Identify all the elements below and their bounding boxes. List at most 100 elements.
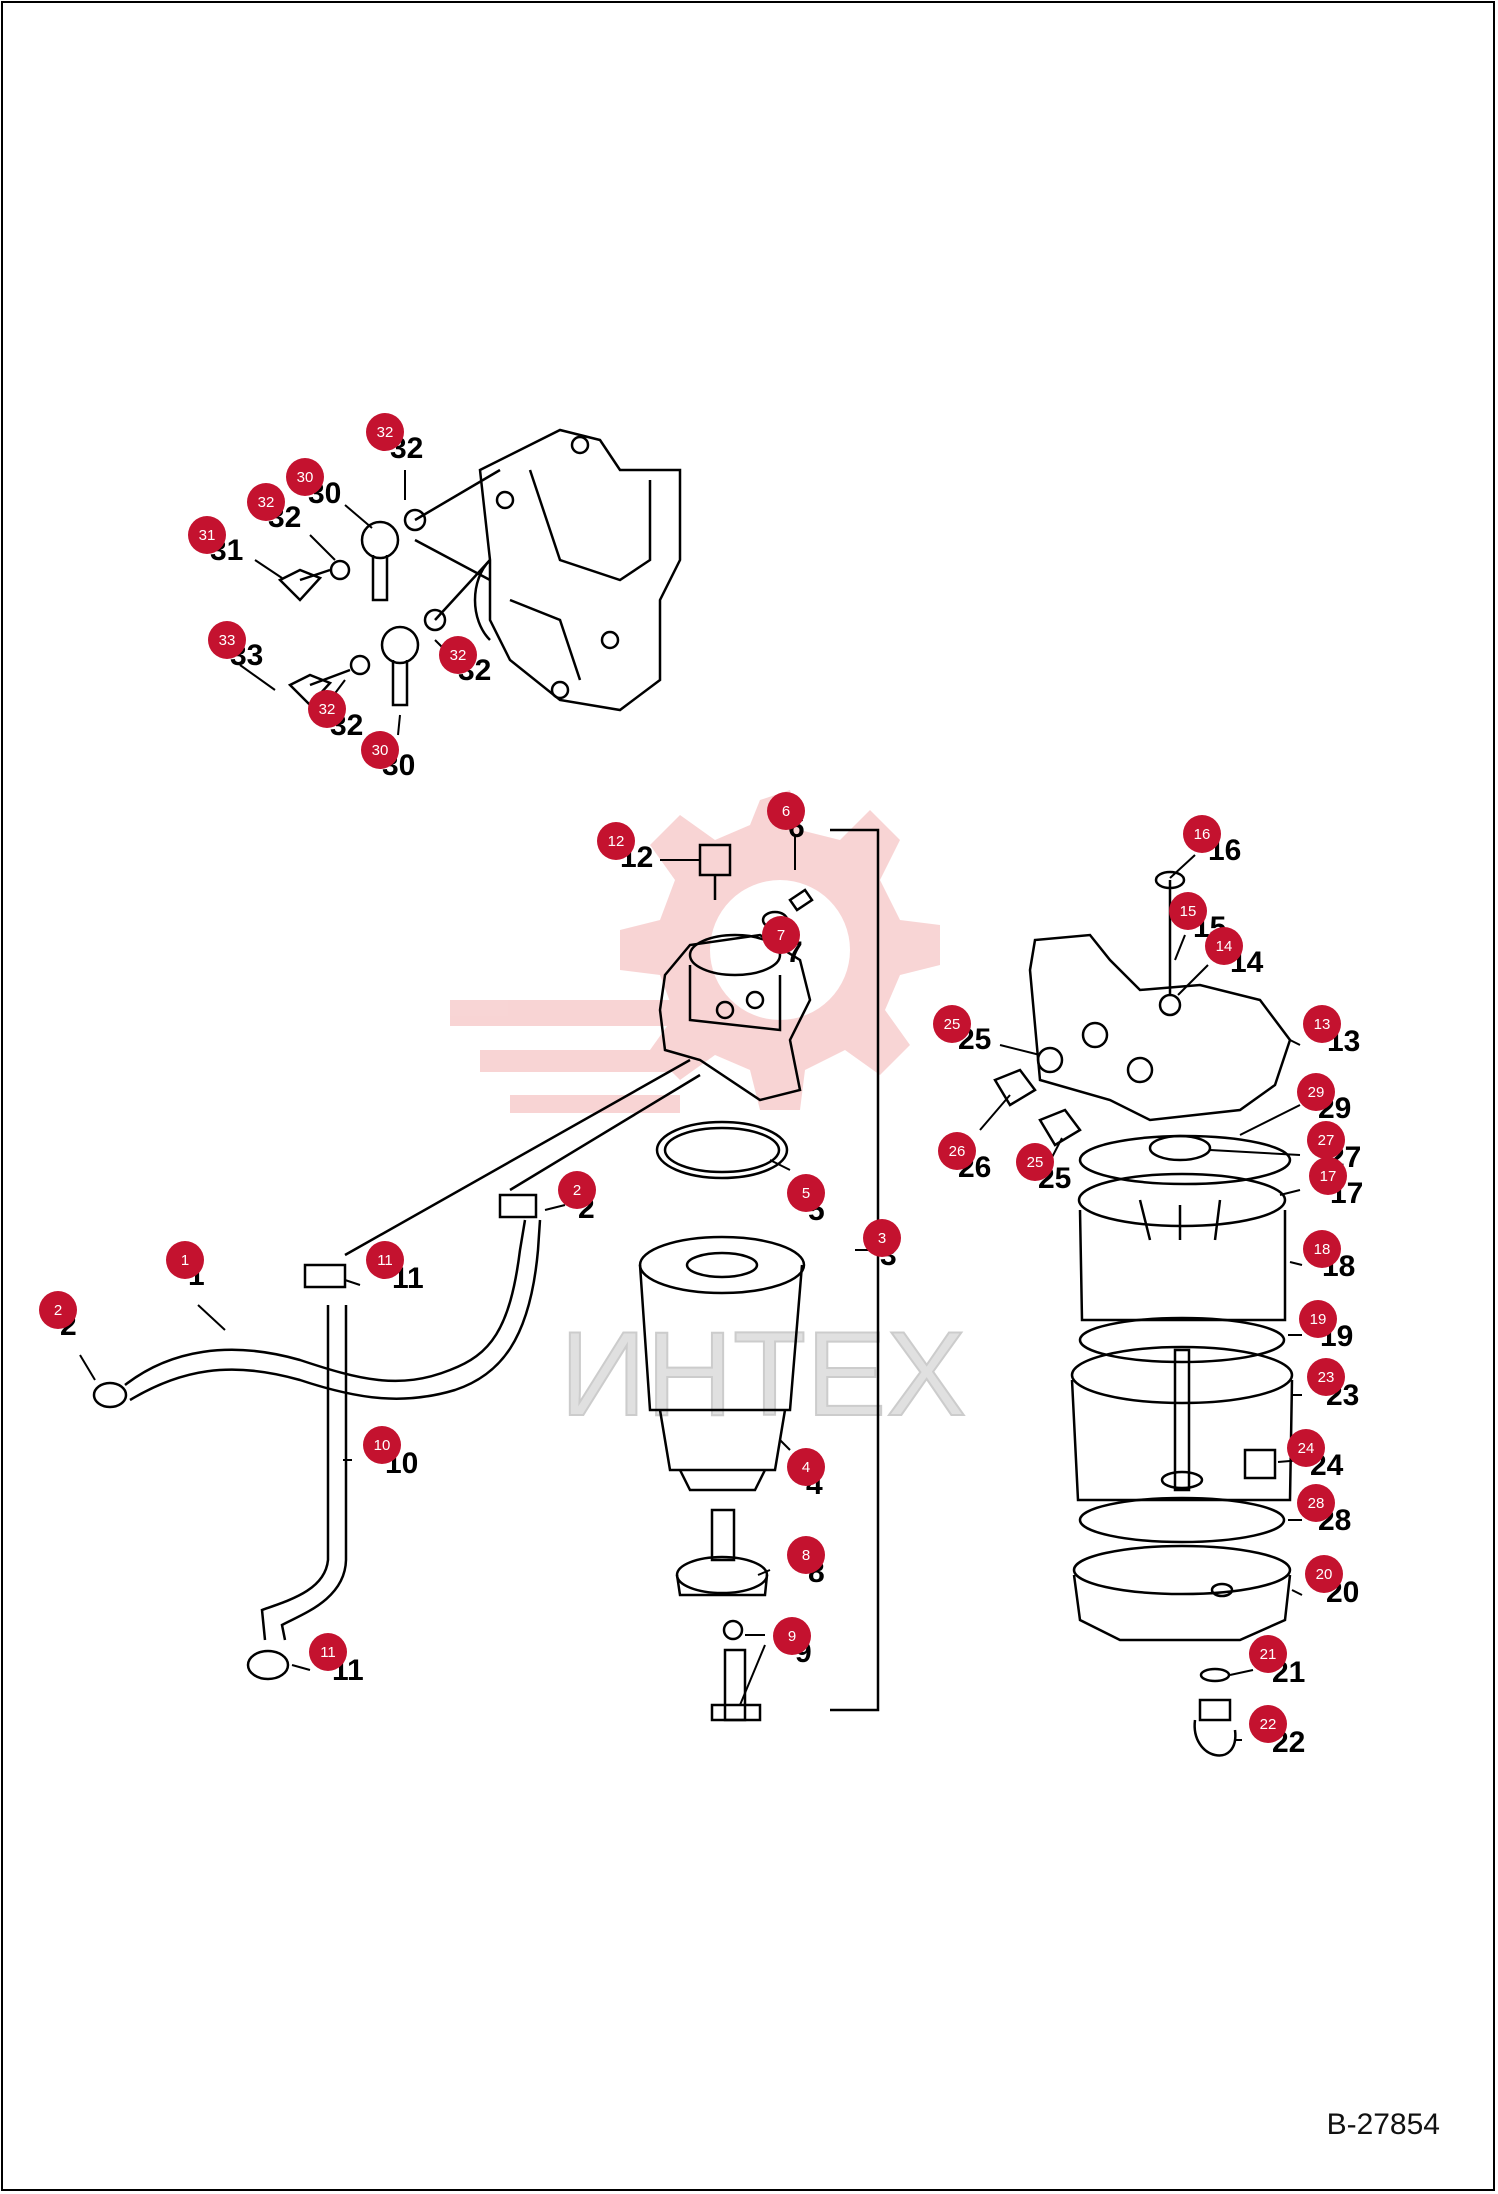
callout-badge	[1205, 927, 1243, 965]
callout-badge	[366, 1241, 404, 1279]
callout-badge	[787, 1174, 825, 1212]
callout-badge	[363, 1426, 401, 1464]
callout-badge	[1249, 1635, 1287, 1673]
callout-badge-label: 4	[802, 1459, 810, 1476]
callout-badge	[361, 731, 399, 769]
callout-badge	[1307, 1358, 1345, 1396]
callout-badge-label: 1	[181, 1252, 189, 1269]
callout-badge-label: 15	[1180, 903, 1197, 920]
callout-badge-label: 29	[1308, 1084, 1325, 1101]
callout-badge	[1303, 1230, 1341, 1268]
callout-2: 22	[558, 1171, 596, 1225]
callout-badge-label: 8	[802, 1547, 810, 1564]
callout-badge	[1309, 1157, 1347, 1195]
callout-badge	[597, 822, 635, 860]
callout-badge-label: 2	[54, 1302, 62, 1319]
callout-badge-label: 23	[1318, 1369, 1335, 1386]
callout-badge-label: 24	[1298, 1440, 1315, 1457]
callout-3: 33	[863, 1219, 901, 1272]
callout-badge	[558, 1171, 596, 1209]
callout-badge	[1307, 1121, 1345, 1159]
callout-badge-label: 9	[788, 1628, 796, 1645]
callout-badge	[938, 1132, 976, 1170]
callout-badge-label: 18	[1314, 1241, 1331, 1258]
callout-badge	[787, 1448, 825, 1486]
callout-badge	[933, 1005, 971, 1043]
callout-badge-label: 27	[1318, 1132, 1335, 1149]
callout-badge-label: 6	[782, 803, 790, 820]
callout-badge-label: 13	[1314, 1016, 1331, 1033]
callout-badge-label: 17	[1320, 1168, 1337, 1185]
callout-badge	[762, 916, 800, 954]
callout-badge	[188, 516, 226, 554]
callout-badge	[1297, 1484, 1335, 1522]
callout-badge	[439, 636, 477, 674]
callout-4: 44	[787, 1448, 825, 1501]
callout-badge	[286, 458, 324, 496]
callout-badge-label: 20	[1316, 1566, 1333, 1583]
callout-badge-label: 32	[450, 647, 467, 664]
callout-badge-label: 32	[319, 701, 336, 718]
callout-2: 22	[39, 1291, 77, 1342]
callout-badge	[1299, 1300, 1337, 1338]
callout-badge	[1183, 815, 1221, 853]
callout-badge-label: 32	[258, 494, 275, 511]
callout-badge	[308, 690, 346, 728]
callout-badge	[166, 1241, 204, 1279]
callout-badge-label: 11	[320, 1644, 336, 1661]
parts-line-art	[92, 428, 1294, 1757]
callout-badge	[309, 1633, 347, 1671]
callout-5: 55	[787, 1174, 825, 1227]
callout-badge-label: 7	[777, 927, 785, 944]
callout-badge	[1303, 1005, 1341, 1043]
callout-badge-label: 19	[1310, 1311, 1327, 1328]
callout-badge-label: 30	[372, 742, 389, 759]
callout-badge-label: 31	[199, 527, 216, 544]
callout-badge-label: 28	[1308, 1495, 1325, 1512]
callout-badge-label: 33	[219, 632, 236, 649]
drawing-reference-code: B-27854	[1326, 2108, 1440, 2141]
callout-badge-label: 21	[1260, 1646, 1277, 1663]
callout-badge	[39, 1291, 77, 1329]
callout-badge-label: 14	[1216, 938, 1233, 955]
callout-badge	[366, 413, 404, 451]
callout-badge	[1016, 1143, 1054, 1181]
callout-badge-label: 22	[1260, 1716, 1277, 1733]
callout-badge-label: 25	[1027, 1154, 1044, 1171]
callout-badge	[1305, 1555, 1343, 1593]
callout-badge	[787, 1536, 825, 1574]
callout-1: 11	[166, 1241, 205, 1292]
callout-6: 66	[767, 792, 805, 844]
callout-badge-label: 3	[878, 1230, 886, 1247]
callout-badge-label: 11	[377, 1252, 393, 1269]
callout-badge	[773, 1617, 811, 1655]
callout-badge	[1297, 1073, 1335, 1111]
